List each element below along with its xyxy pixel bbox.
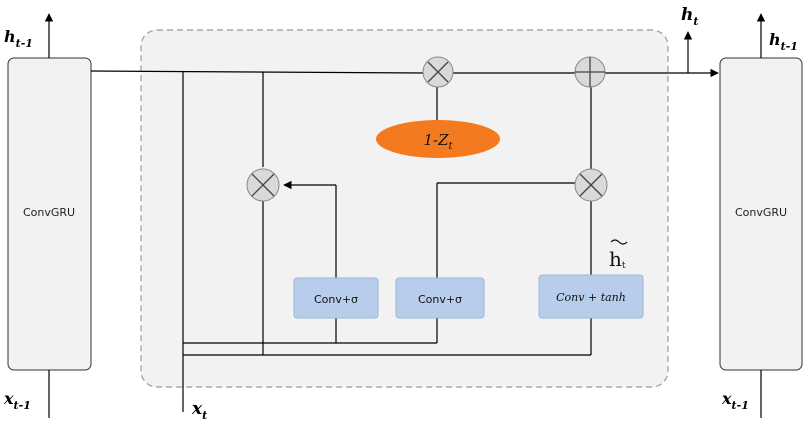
mult-node-candidate bbox=[574, 168, 608, 202]
output-ht-label: ht bbox=[681, 5, 698, 28]
hidden-state-line bbox=[90, 70, 425, 74]
mult-node-reset bbox=[246, 168, 280, 202]
candidate-h-label: ht bbox=[609, 247, 626, 271]
left-input-label: xt-1 bbox=[3, 389, 31, 412]
mult-node-hidden bbox=[422, 56, 454, 88]
tilde-mark bbox=[610, 239, 628, 245]
conv-candidate-box bbox=[538, 274, 644, 319]
gru-cell-panel bbox=[140, 29, 669, 388]
left-convgru-label: ConvGRU bbox=[23, 206, 75, 219]
update-gate-ellipse bbox=[376, 120, 500, 158]
conv-reset-box bbox=[293, 277, 379, 319]
update-gate-label: 1-Zt bbox=[423, 131, 453, 152]
left-output-label: ht-1 bbox=[4, 27, 33, 50]
conv-candidate-label: Conv + tanh bbox=[556, 291, 626, 304]
right-output-label: ht-1 bbox=[769, 30, 798, 53]
add-node bbox=[574, 56, 606, 88]
right-input-label: xt-1 bbox=[721, 389, 749, 412]
conv-reset-label: Conv+σ bbox=[314, 293, 358, 306]
conv-update-box bbox=[395, 277, 485, 319]
input-xt-label: xt bbox=[191, 399, 207, 422]
conv-update-label: Conv+σ bbox=[418, 293, 462, 306]
right-convgru-label: ConvGRU bbox=[735, 206, 787, 219]
